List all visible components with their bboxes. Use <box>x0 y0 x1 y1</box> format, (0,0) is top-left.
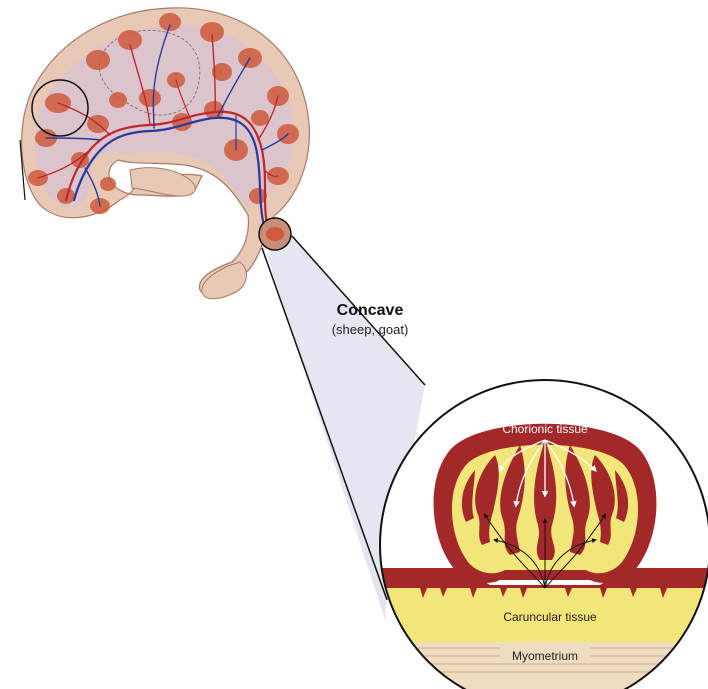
myometrium-label: Myometrium <box>512 649 578 663</box>
placenta-type-title: Concave <box>300 302 440 320</box>
chorionic-tissue-label: Chorionic tissue <box>502 422 588 436</box>
magnified-placentome: Chorionic tissue Caruncular tissue Myome… <box>370 380 708 689</box>
placenta-type-subtitle: (sheep, goat) <box>300 322 440 337</box>
caruncular-tissue-label: Caruncular tissue <box>503 610 597 624</box>
pregnant-uterus <box>22 8 310 299</box>
cervix <box>202 262 247 299</box>
